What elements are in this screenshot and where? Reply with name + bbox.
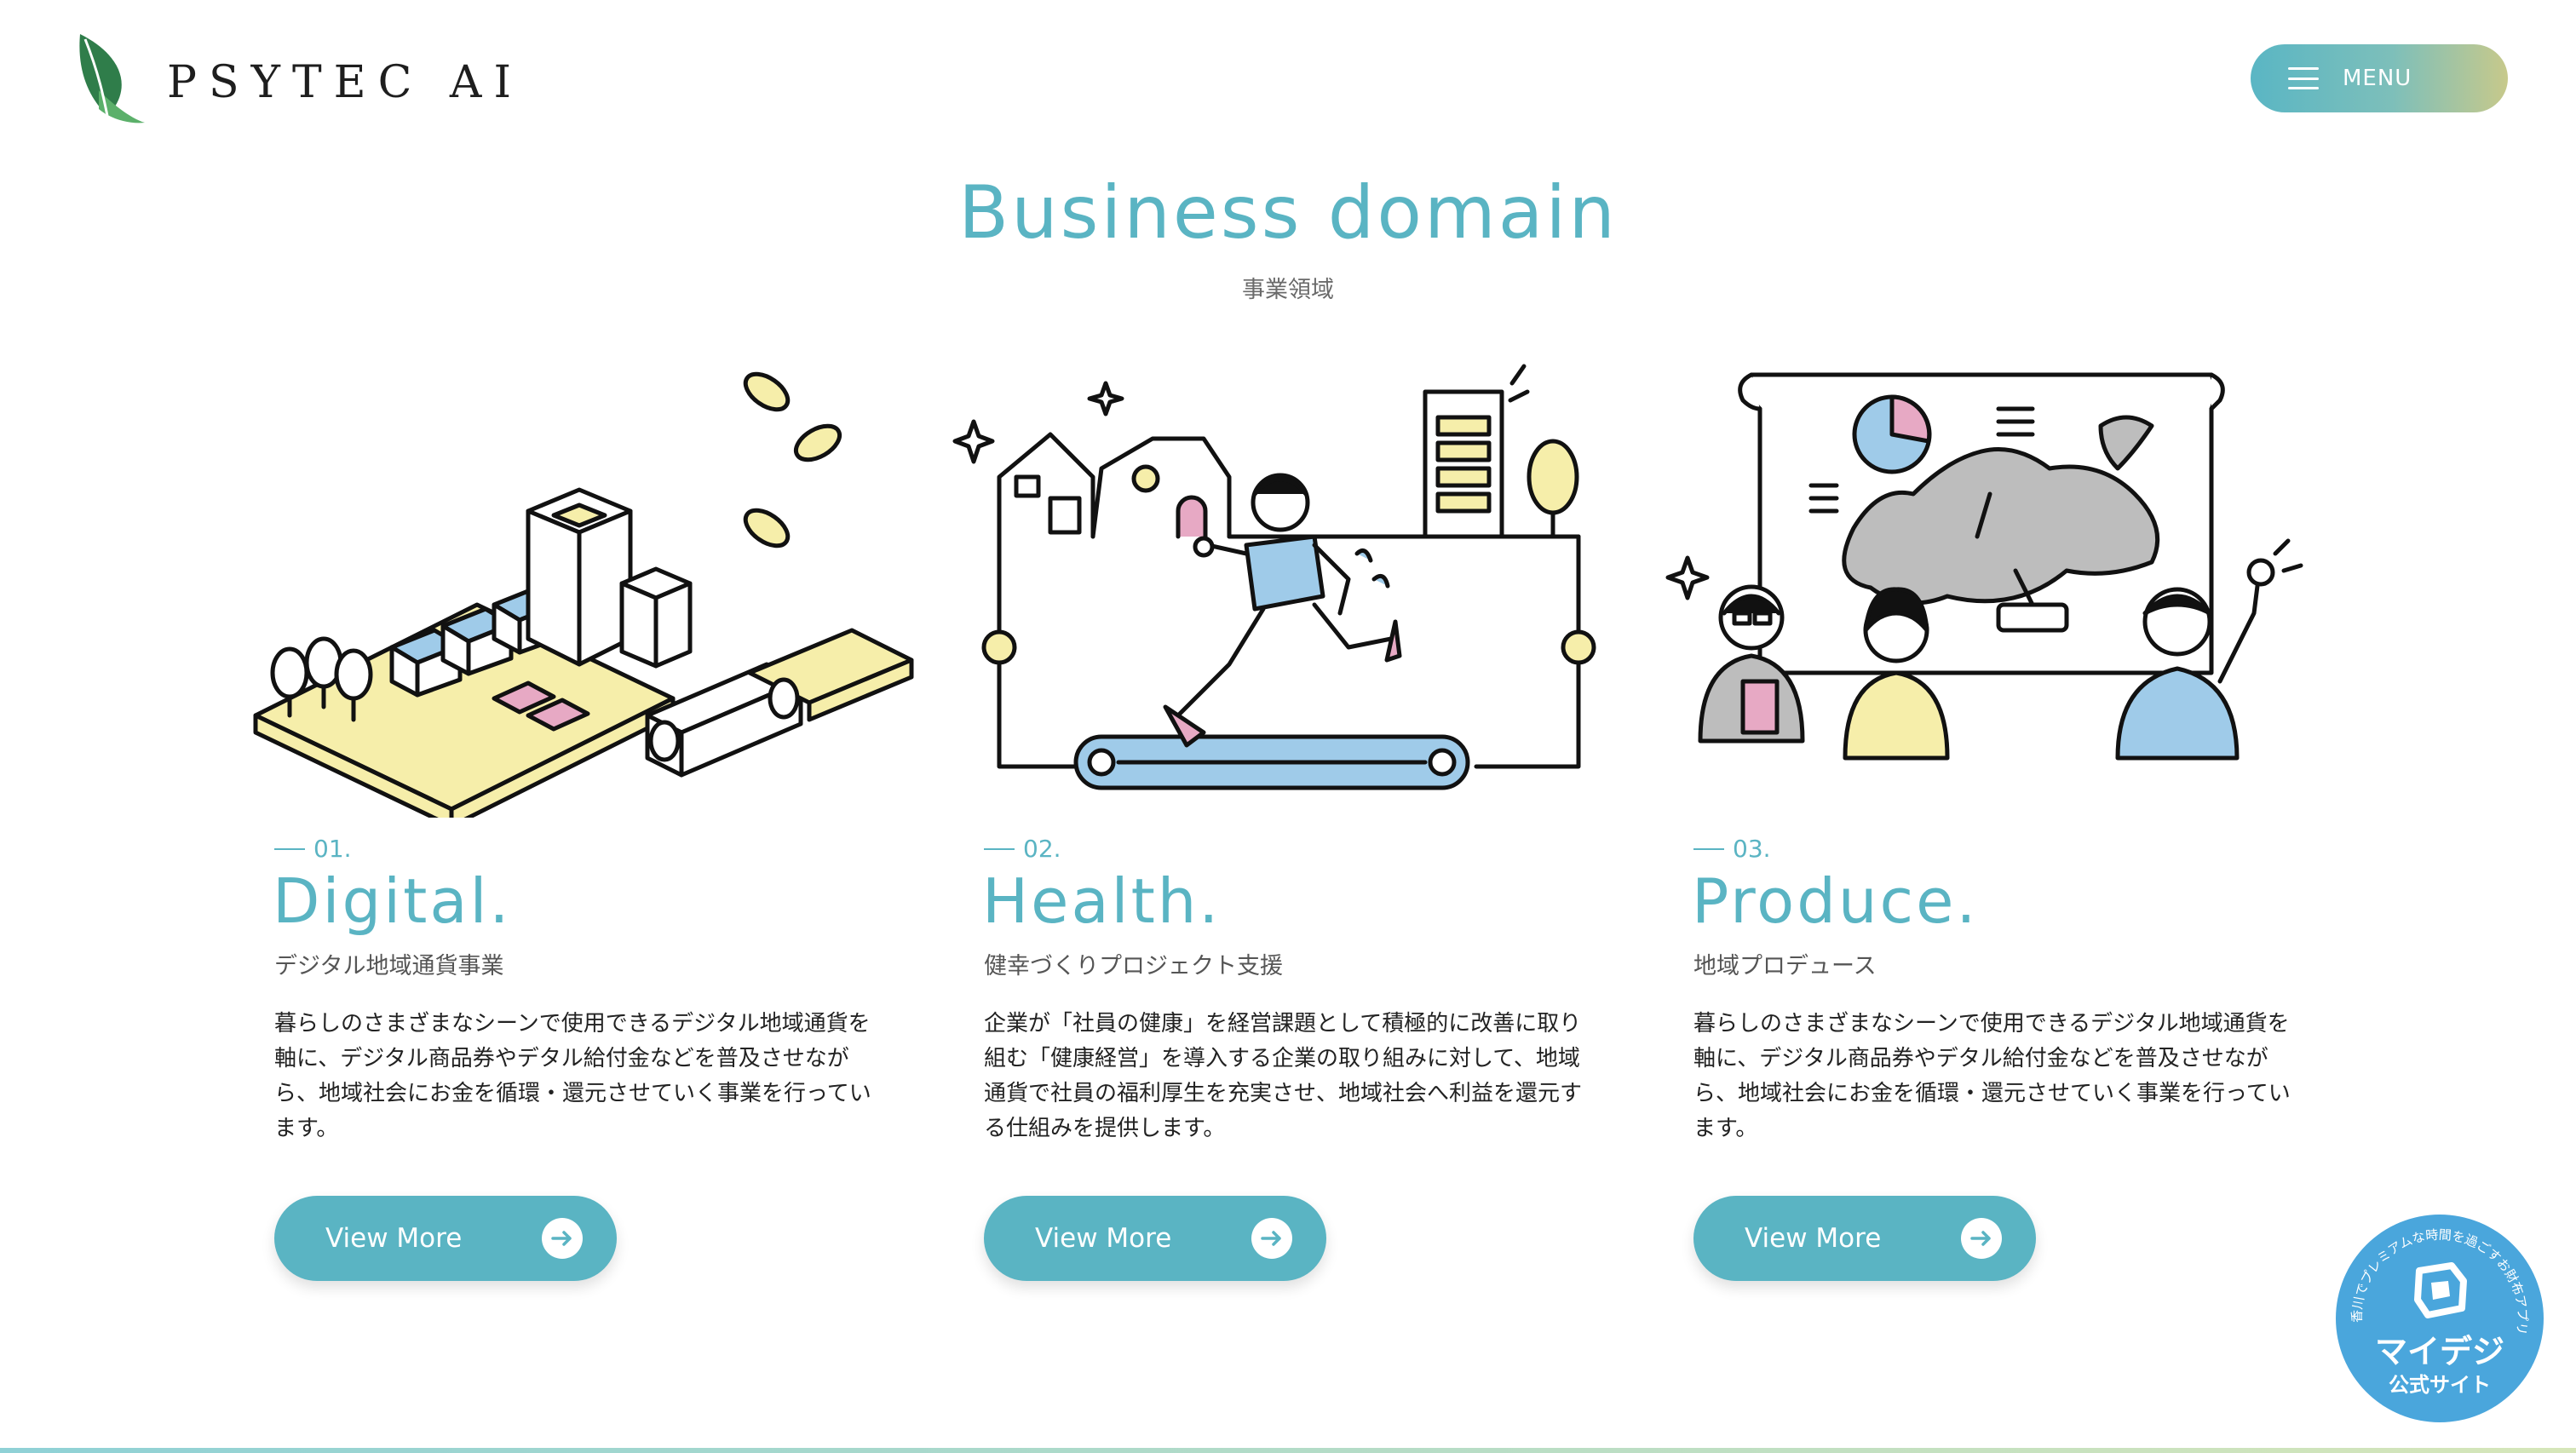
view-more-button-digital[interactable]: View More [274, 1196, 617, 1281]
view-more-button-health[interactable]: View More [984, 1196, 1326, 1281]
card-title: Digital. [273, 865, 512, 937]
view-more-label: View More [1035, 1223, 1172, 1254]
mydeji-app-icon [2414, 1262, 2467, 1318]
runner-treadmill-icon [948, 358, 1630, 818]
mydeji-official-site-badge[interactable]: 香川でプレミアムな時間を過ごすお財布アプリ マイデジ 公式サイト [2336, 1215, 2544, 1422]
business-card-health: 02. Health. 健幸づくりプロジェクト支援 企業が「社員の健康」を経営課… [952, 358, 1621, 1303]
card-description: 暮らしのさまざまなシーンで使用できるデジタル地域通貨を軸に、デジタル商品券やデタ… [1693, 1011, 2291, 1141]
hamburger-icon [2288, 67, 2319, 89]
leaf-logo-icon [79, 34, 145, 123]
menu-button[interactable]: MENU [2251, 44, 2508, 112]
badge-name: マイデジ [2374, 1333, 2504, 1370]
isometric-town-coins-icon [239, 358, 920, 829]
badge-official-label: 公式サイト [2389, 1373, 2491, 1397]
arrow-right-icon [1251, 1218, 1292, 1259]
view-more-button-produce[interactable]: View More [1693, 1196, 2036, 1281]
view-more-label: View More [325, 1223, 463, 1254]
view-more-label: View More [1745, 1223, 1882, 1254]
card-title: Health. [982, 865, 1222, 937]
arrow-right-icon [542, 1218, 583, 1259]
card-number: 01. [274, 835, 352, 863]
card-title: Produce. [1692, 865, 1979, 937]
card-number: 02. [984, 835, 1061, 863]
card-number: 03. [1693, 835, 1771, 863]
team-map-presentation-icon [1658, 358, 2339, 818]
card-subtitle: デジタル地域通貨事業 [274, 953, 504, 979]
section-title: Business domain [958, 170, 1618, 256]
section-subtitle: 事業領域 [1242, 277, 1334, 303]
card-subtitle: 地域プロデュース [1693, 953, 1877, 979]
arrow-right-icon [1961, 1218, 2002, 1259]
logo-text: PSYTEC AI [167, 57, 523, 108]
card-description: 企業が「社員の健康」を経営課題として積極的に改善に取り組む「健康経営」を導入する… [984, 1011, 1583, 1141]
business-card-digital: 01. Digital. デジタル地域通貨事業 暮らしのさまざまなシーンで使用で… [247, 358, 914, 1303]
business-card-produce: 03. Produce. 地域プロデュース 暮らしのさまざまなシーンで使用できる… [1665, 358, 2331, 1303]
card-description: 暮らしのさまざまなシーンで使用できるデジタル地域通貨を軸に、デジタル商品券やデタ… [274, 1011, 871, 1141]
badge-ring-text: 香川でプレミアムな時間を過ごすお財布アプリ [2349, 1227, 2530, 1336]
logo[interactable]: PSYTEC AI [73, 31, 523, 126]
card-subtitle: 健幸づくりプロジェクト支援 [984, 953, 1283, 979]
footer-divider [0, 1448, 2576, 1453]
menu-label: MENU [2343, 66, 2412, 91]
